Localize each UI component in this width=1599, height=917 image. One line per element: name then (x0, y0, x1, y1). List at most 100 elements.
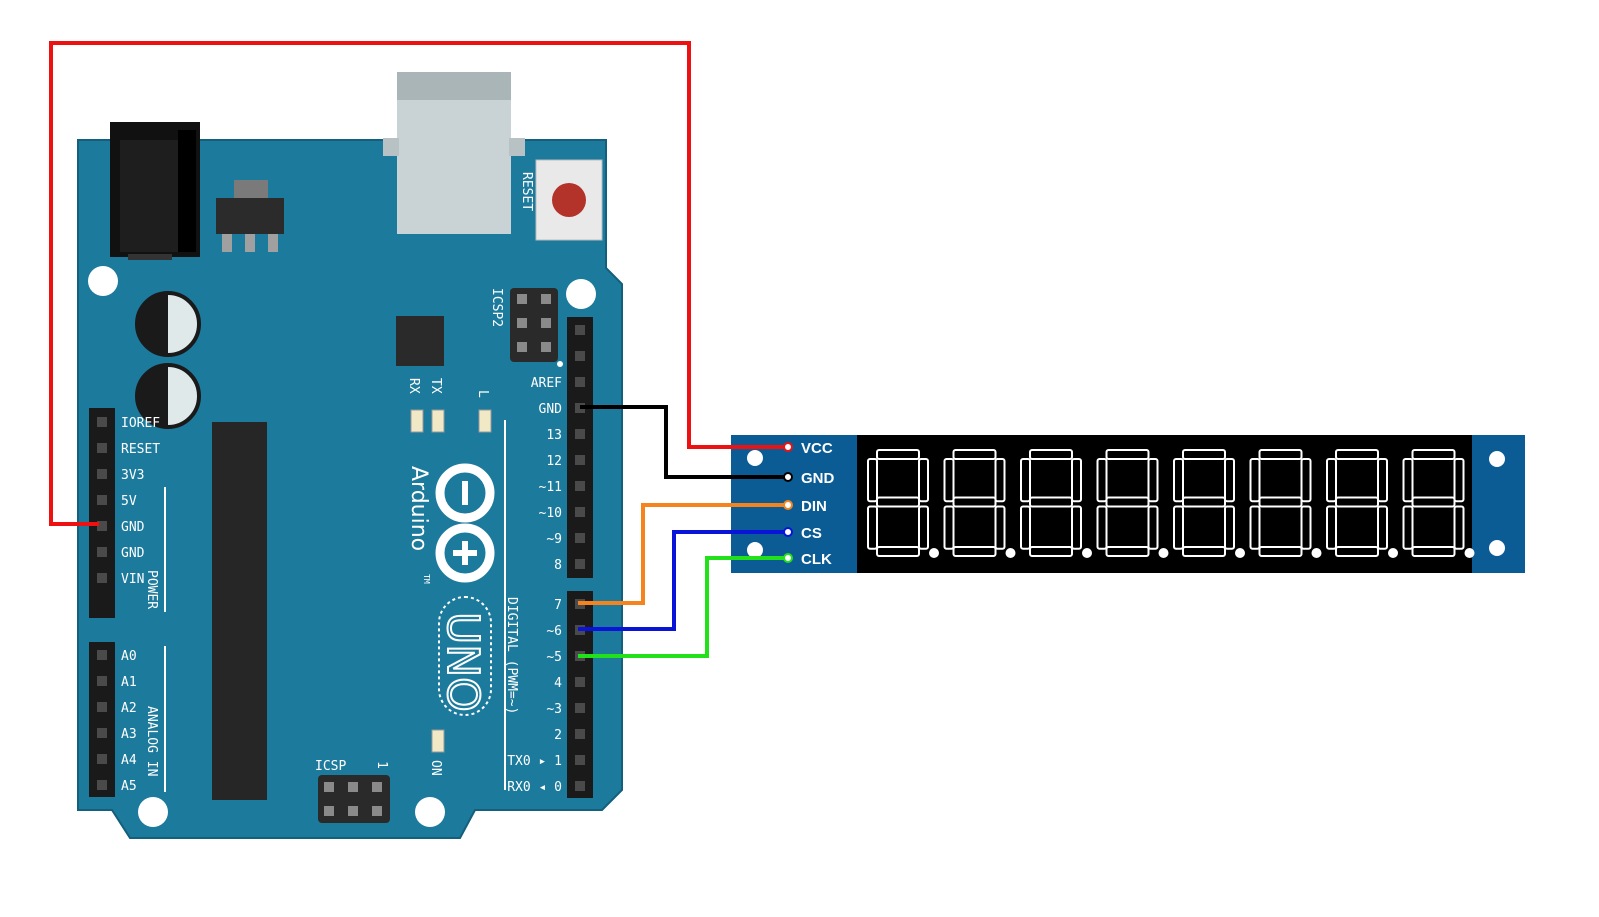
pin-label: RESET (121, 442, 160, 457)
segment (994, 505, 1006, 550)
segment (876, 546, 920, 557)
segment (1453, 505, 1465, 550)
segment (867, 458, 878, 503)
segment (1182, 496, 1226, 508)
segment (1411, 496, 1456, 508)
segment (952, 496, 997, 508)
pin-label: ~9 (546, 532, 562, 547)
segment (1249, 458, 1261, 503)
digital-header-bottom (567, 591, 593, 798)
pin-label: ~5 (546, 650, 562, 665)
segment (994, 458, 1006, 503)
header-pin (97, 728, 107, 738)
pin-label: A1 (121, 675, 137, 690)
header-pin (575, 559, 585, 569)
segment (943, 505, 955, 550)
header-pin (575, 533, 585, 543)
digital-label: DIGITAL (PWM=~) (504, 597, 519, 714)
segment (1182, 546, 1226, 557)
wire-gnd-gnd (580, 405, 790, 479)
header-pin (97, 780, 107, 790)
segment (1335, 546, 1379, 557)
segment (867, 505, 878, 550)
segment (1326, 458, 1337, 503)
segment (1224, 505, 1235, 550)
segment (918, 458, 929, 503)
usb-interface-chip (396, 316, 444, 366)
model-label: UNO (437, 612, 488, 712)
header-pin (97, 443, 107, 453)
digit (1020, 449, 1082, 557)
segment (876, 449, 920, 460)
digit (867, 449, 929, 557)
header-pin (575, 455, 585, 465)
segment (1377, 505, 1388, 550)
pin-label: 8 (554, 558, 562, 573)
module-pin-label: DIN (801, 498, 827, 515)
segment (876, 496, 920, 508)
segment (1071, 505, 1082, 550)
segment (1147, 505, 1159, 550)
pin-label: 12 (546, 454, 562, 469)
header-pin (575, 325, 585, 335)
segment (1096, 505, 1108, 550)
segment (1029, 496, 1073, 508)
arduino-logo (435, 463, 495, 583)
decimal-point (1311, 548, 1322, 558)
pin-label: AREF (531, 376, 562, 391)
header-pin (575, 507, 585, 517)
module-wire-ends (783, 442, 793, 563)
mounting-hole (1489, 540, 1505, 556)
segment (1020, 458, 1031, 503)
pin-label: GND (539, 402, 563, 417)
power-label: POWER (144, 570, 159, 609)
mounting-hole (88, 266, 118, 296)
header-pin (575, 429, 585, 439)
decimal-point (1235, 548, 1245, 558)
pin-label: GND (121, 546, 145, 561)
segment (952, 546, 997, 557)
segment (1326, 505, 1337, 550)
pin-label: A0 (121, 649, 137, 664)
segment (1105, 449, 1150, 460)
decimal-point (929, 548, 939, 558)
pin-label: 2 (554, 728, 562, 743)
pin-label: IOREF (121, 416, 160, 431)
pin-label: ~6 (546, 624, 562, 639)
reset-button[interactable] (535, 159, 603, 241)
pin-label: A4 (121, 753, 137, 768)
decimal-point (1158, 548, 1169, 558)
segment (1147, 458, 1159, 503)
mounting-hole (747, 450, 763, 466)
tx-label: TX (428, 378, 443, 394)
module-pin-label: GND (801, 470, 835, 487)
pin-label: 7 (554, 598, 562, 613)
icsp-header (318, 775, 390, 823)
segment (1071, 458, 1082, 503)
digit (1173, 449, 1235, 557)
module-pin-label: CLK (801, 551, 832, 568)
digit (1249, 449, 1312, 557)
mounting-hole (566, 279, 596, 309)
segment (1249, 505, 1261, 550)
segment (1300, 458, 1312, 503)
digit (1096, 449, 1159, 557)
dc-power-jack (110, 122, 200, 260)
capacitor (135, 363, 201, 429)
pin-label: 3V3 (121, 468, 144, 483)
segment (1335, 449, 1379, 460)
on-label: ON (428, 760, 443, 776)
wires (49, 41, 790, 658)
pin-label: A3 (121, 727, 137, 742)
rx-label: RX (406, 378, 421, 394)
wire-d7-din (578, 503, 790, 605)
pin-label: ~11 (539, 480, 562, 495)
pin-label: A5 (121, 779, 137, 794)
pin-label: 4 (554, 676, 562, 691)
segment (1029, 449, 1073, 460)
segment (1453, 458, 1465, 503)
mounting-hole (138, 797, 168, 827)
pin-label: 13 (546, 428, 562, 443)
